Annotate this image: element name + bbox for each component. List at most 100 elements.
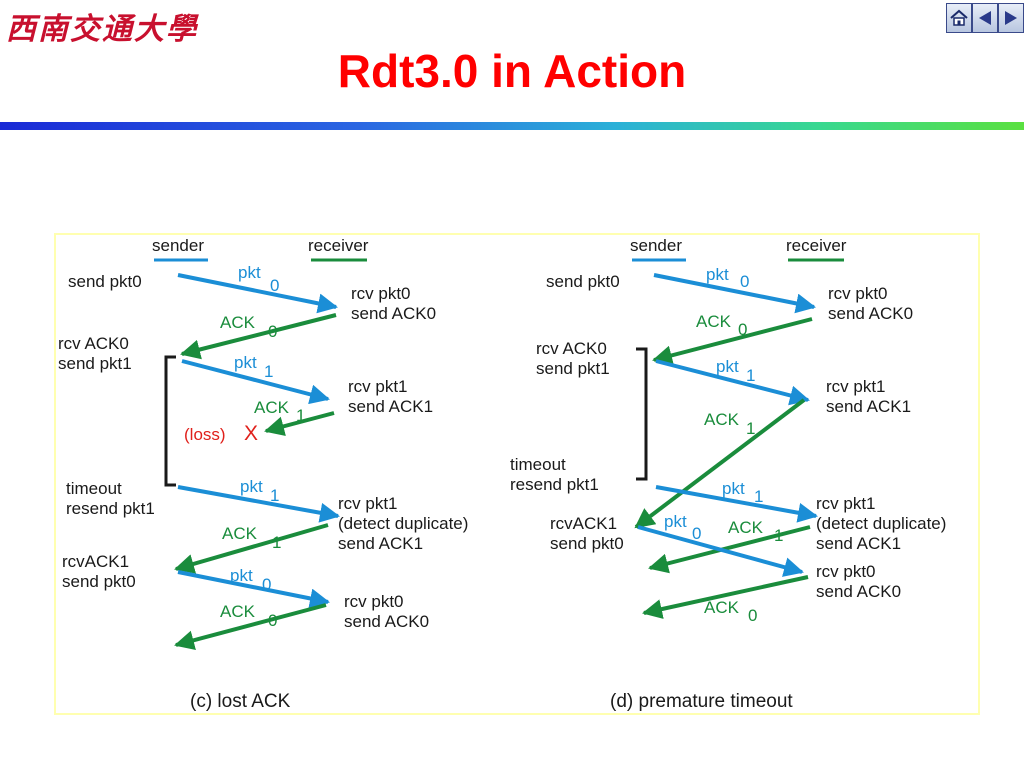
loss-label: (loss) [184, 425, 226, 444]
pkt-seq: 1 [746, 366, 755, 385]
diagram-d: sender receiver send pkt0 pkt 0 rcv pkt0… [510, 236, 946, 712]
ack-arrow [180, 313, 337, 360]
slide-nav [946, 3, 1024, 33]
label-send-ack1: send ACK1 [816, 534, 901, 553]
pkt-label: pkt [240, 477, 263, 496]
pkt-arrow [177, 485, 340, 523]
ack-arrow [642, 575, 809, 619]
title-divider [0, 122, 1024, 130]
label-rcv-pkt0: rcv pkt0 [351, 284, 411, 303]
caption-d: (d) premature timeout [610, 691, 793, 712]
ack-arrow [264, 411, 335, 437]
ack-arrow [648, 525, 811, 574]
legend-receiver-c: receiver [308, 236, 369, 255]
ack-label: ACK [728, 518, 764, 537]
rdt-diagram: sender receiver send pkt0 pkt 0 rcv pkt0… [58, 236, 946, 712]
diagram-c: sender receiver send pkt0 pkt 0 rcv pkt0… [58, 236, 468, 712]
loss-mark: X [244, 422, 258, 445]
next-arrow-icon [1005, 11, 1017, 25]
label-rcv-pkt1: rcv pkt1 [338, 494, 398, 513]
label-timeout: timeout [66, 479, 122, 498]
label-send-pkt0: send pkt0 [546, 272, 620, 291]
pkt-seq: 0 [262, 575, 271, 594]
legend-receiver-d: receiver [786, 236, 847, 255]
pkt-seq: 0 [270, 276, 279, 295]
legend-sender-c: sender [152, 236, 204, 255]
label-send-ack1: send ACK1 [348, 397, 433, 416]
label-rcv-ack0: rcv ACK0 [536, 339, 607, 358]
label-send-ack0: send ACK0 [351, 304, 436, 323]
label-rcv-pkt1: rcv pkt1 [348, 377, 408, 396]
pkt-arrow [653, 273, 816, 314]
pkt-arrow [637, 525, 804, 577]
next-button[interactable] [998, 3, 1024, 33]
ack-arrow [174, 603, 327, 651]
ack-label: ACK [220, 313, 256, 332]
university-logo: 西南交通大學 [6, 12, 198, 47]
ack-seq: 1 [272, 533, 281, 552]
ack-seq: 1 [296, 406, 305, 425]
label-detect-duplicate: (detect duplicate) [816, 514, 946, 533]
timeout-bracket [636, 347, 648, 481]
label-send-pkt0: send pkt0 [68, 272, 142, 291]
label-resend-pkt1: resend pkt1 [510, 475, 599, 494]
pkt-seq: 0 [692, 524, 701, 543]
ack-seq: 0 [748, 606, 757, 625]
pkt-seq: 1 [754, 487, 763, 506]
home-button[interactable] [946, 3, 972, 33]
ack-seq: 0 [738, 320, 747, 339]
legend-sender-d: sender [630, 236, 682, 255]
label-send-pkt0: send pkt0 [62, 572, 136, 591]
label-rcv-pkt0: rcv pkt0 [816, 562, 876, 581]
label-rcv-pkt0: rcv pkt0 [828, 284, 888, 303]
pkt-seq: 1 [264, 362, 273, 381]
pkt-arrow [655, 359, 810, 406]
label-send-ack0: send ACK0 [816, 582, 901, 601]
prev-arrow-icon [979, 11, 991, 25]
pkt-seq: 0 [740, 272, 749, 291]
pkt-label: pkt [234, 353, 257, 372]
label-send-pkt1: send pkt1 [536, 359, 610, 378]
ack-label: ACK [254, 398, 290, 417]
pkt-label: pkt [664, 512, 687, 531]
pkt-label: pkt [722, 479, 745, 498]
ack-label: ACK [222, 524, 258, 543]
pkt-label: pkt [716, 357, 739, 376]
caption-c: (c) lost ACK [190, 691, 291, 712]
diagram-panel: sender receiver send pkt0 pkt 0 rcv pkt0… [54, 233, 980, 715]
timeout-bracket [164, 355, 176, 487]
label-detect-duplicate: (detect duplicate) [338, 514, 468, 533]
pkt-arrow [177, 570, 330, 609]
pkt-label: pkt [706, 265, 729, 284]
label-send-ack0: send ACK0 [344, 612, 429, 631]
ack-label: ACK [704, 410, 740, 429]
label-rcvack1: rcvACK1 [550, 514, 617, 533]
ack-label: ACK [220, 602, 256, 621]
ack-seq: 1 [746, 419, 755, 438]
label-rcv-pkt0: rcv pkt0 [344, 592, 404, 611]
pkt-arrow [655, 485, 818, 523]
ack-arrow [634, 398, 806, 529]
pkt-arrow [181, 359, 330, 405]
label-rcv-pkt1: rcv pkt1 [826, 377, 886, 396]
label-send-pkt1: send pkt1 [58, 354, 132, 373]
label-timeout: timeout [510, 455, 566, 474]
label-send-ack0: send ACK0 [828, 304, 913, 323]
label-send-pkt0: send pkt0 [550, 534, 624, 553]
ack-label: ACK [704, 598, 740, 617]
pkt-arrow [177, 273, 338, 314]
pkt-label: pkt [230, 566, 253, 585]
pkt-label: pkt [238, 263, 261, 282]
label-send-ack1: send ACK1 [826, 397, 911, 416]
home-icon [950, 9, 968, 26]
label-rcvack1: rcvACK1 [62, 552, 129, 571]
ack-arrow [652, 317, 813, 366]
ack-label: ACK [696, 312, 732, 331]
slide-title: Rdt3.0 in Action [337, 45, 687, 97]
label-resend-pkt1: resend pkt1 [66, 499, 155, 518]
ack-arrow [174, 523, 329, 574]
prev-button[interactable] [972, 3, 998, 33]
label-rcv-pkt1: rcv pkt1 [816, 494, 876, 513]
pkt-seq: 1 [270, 486, 279, 505]
label-send-ack1: send ACK1 [338, 534, 423, 553]
